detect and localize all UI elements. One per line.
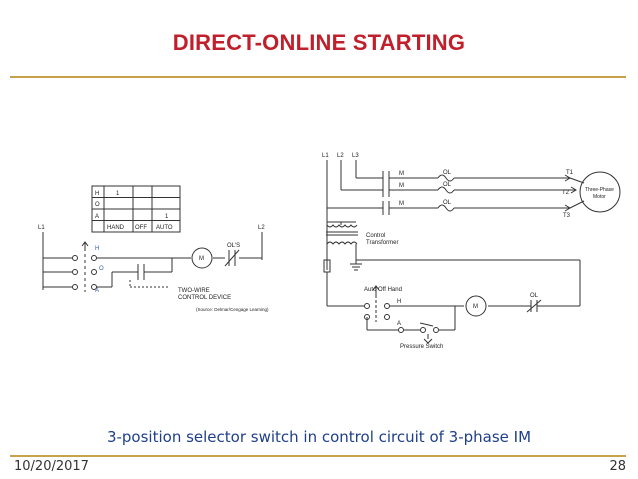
page-number: 28 xyxy=(609,459,626,474)
overload-label-3: OL xyxy=(443,200,452,206)
slide-caption: 3-position selector switch in control ci… xyxy=(106,428,532,446)
switch-pos-a: A xyxy=(95,288,99,294)
left-l1-label: L1 xyxy=(38,225,45,231)
right-l1-label: L1 xyxy=(322,153,329,159)
left-motor-label: M xyxy=(199,256,204,262)
ol-contact-label: OL xyxy=(530,293,539,299)
table-footer-auto: AUTO xyxy=(156,225,173,231)
table-label-o: O xyxy=(95,202,100,208)
left-l2-label: L2 xyxy=(258,225,265,231)
left-overload-label: OL'S xyxy=(227,243,240,249)
table-footer-hand: HAND xyxy=(107,225,125,231)
table-footer-off: OFF xyxy=(135,225,147,231)
table-cell-h-hand: 1 xyxy=(116,191,120,197)
terminal-t2: T2 xyxy=(562,190,570,196)
switch-pos-o: O xyxy=(99,266,104,272)
device-label-line1: TWO-WIRE xyxy=(178,288,210,294)
footer-date: 10/20/2017 xyxy=(14,459,89,474)
right-l2-label: L2 xyxy=(337,153,344,159)
overload-label-1: OL xyxy=(443,170,452,176)
auto-label: A xyxy=(397,321,401,327)
contact-label-3: M xyxy=(399,201,404,207)
right-motor-coil xyxy=(465,295,487,317)
transformer-label-line2: Transformer xyxy=(366,240,398,246)
motor-name-line1: Three-Phase xyxy=(585,187,614,193)
title-divider xyxy=(10,76,626,78)
footer-divider xyxy=(10,455,626,457)
overload-label-2: OL xyxy=(443,182,452,188)
three-phase-motor-symbol xyxy=(579,171,621,213)
table-label-a: A xyxy=(95,214,99,220)
selector-truth-table xyxy=(91,185,181,233)
selector-label: Auto Off Hand xyxy=(364,287,402,293)
left-motor-coil xyxy=(191,247,213,269)
right-l3-label: L3 xyxy=(352,153,359,159)
right-coil-label: M xyxy=(473,304,478,310)
source-credit: (Source: Delmar/Cengage Learning) xyxy=(196,307,269,312)
terminal-t1: T1 xyxy=(566,170,574,176)
motor-name-line2: Motor xyxy=(593,194,606,200)
hand-label: H xyxy=(397,299,401,305)
table-label-h: H xyxy=(95,191,99,197)
switch-pos-h: H xyxy=(95,246,99,252)
contact-label-2: M xyxy=(399,183,404,189)
contact-label-1: M xyxy=(399,171,404,177)
slide-title: DIRECT-ONLINE STARTING xyxy=(172,30,466,55)
transformer-label-line1: Control xyxy=(366,233,385,239)
terminal-t3: T3 xyxy=(563,213,571,219)
table-cell-a-auto: 1 xyxy=(165,214,169,220)
device-label-line2: CONTROL DEVICE xyxy=(178,295,231,301)
pressure-switch-label: Pressure Switch xyxy=(400,344,443,350)
